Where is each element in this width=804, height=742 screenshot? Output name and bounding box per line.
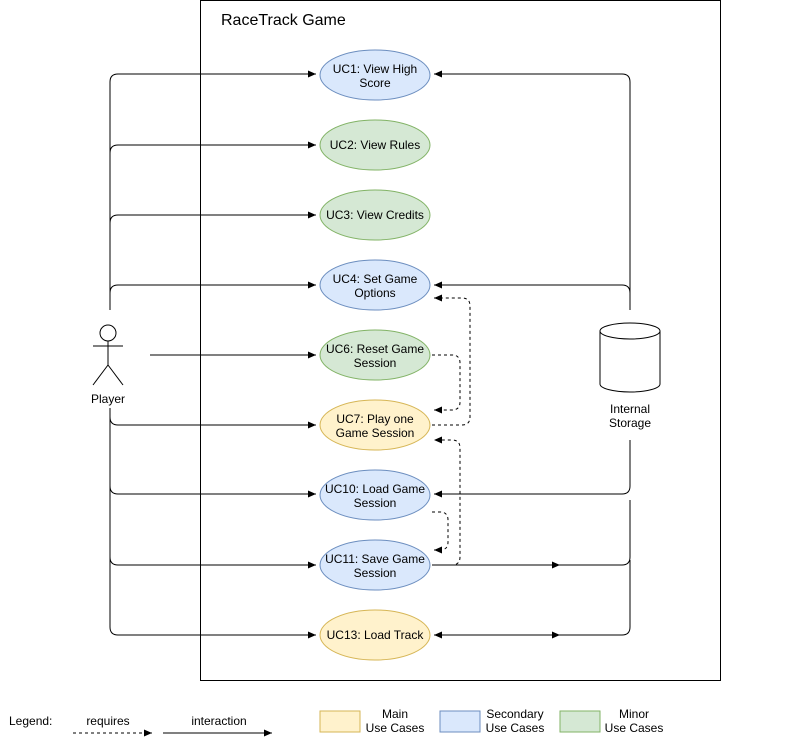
use-case-uc2[interactable]: UC2: View Rules [319, 119, 431, 171]
use-case-uc10[interactable]: UC10: Load Game Session [319, 469, 431, 521]
use-case-uc13-label-1: UC13: Load Track [327, 628, 425, 642]
storage-uc4-line [434, 281, 631, 294]
use-case-uc11-label-2: Session [354, 566, 397, 580]
use-case-uc10-label-1: UC10: Load Game [325, 482, 425, 496]
use-case-uc11-label-1: UC11: Save Game [325, 552, 425, 566]
use-case-uc2-label-1: UC2: View Rules [330, 138, 420, 152]
use-case-uc3-shape [319, 189, 431, 241]
use-case-uc7-label-2: Game Session [336, 426, 415, 440]
use-case-uc4[interactable]: UC4: Set Game Options [319, 259, 431, 311]
uc13-storage-line-cont [560, 560, 631, 636]
legend-minor-swatch [559, 710, 601, 733]
storage-cylinder[interactable] [599, 322, 661, 393]
legend-main-label-1: Main [382, 707, 408, 721]
use-case-uc1-label-1: UC1: View High [333, 62, 417, 76]
use-case-uc11[interactable]: UC11: Save Game Session [319, 539, 431, 591]
use-case-uc3-label-1: UC3: View Credits [326, 208, 424, 222]
system-title: RaceTrack Game [221, 12, 346, 29]
uc10-requires-uc11 [432, 511, 449, 554]
legend-main-label-2: Use Cases [366, 721, 425, 735]
use-case-uc6-label-2: Session [354, 356, 397, 370]
player-uc4-line [109, 281, 316, 294]
use-case-uc13-shape [319, 609, 431, 661]
storage-label-2: Storage [609, 416, 651, 430]
uc11-requires-uc7 [432, 436, 461, 566]
legend-main-swatch [319, 710, 361, 733]
legend-title: Legend: [9, 714, 52, 728]
use-case-uc1[interactable]: UC1: View High Score [319, 49, 431, 101]
use-case-uc4-shape [319, 259, 431, 311]
player-label: Player [91, 392, 125, 406]
use-case-uc3[interactable]: UC3: View Credits [319, 189, 431, 241]
use-case-uc2-shape [319, 119, 431, 171]
player-uc3-line [109, 211, 316, 224]
use-case-uc4-label-2: Options [354, 286, 395, 300]
legend: Legend: requires interaction Main Use Ca… [9, 707, 664, 737]
legend-minor-label-1: Minor [619, 707, 649, 721]
player-uc10-line [109, 485, 316, 498]
storage-connectors [432, 70, 631, 639]
uc11-storage-line-cont [560, 500, 631, 566]
use-case-uc1-label-2: Score [359, 76, 391, 90]
player-connectors [109, 70, 316, 639]
legend-secondary-label-2: Use Cases [486, 721, 545, 735]
player-uc1-line [109, 70, 316, 310]
use-case-uc10-shape [319, 469, 431, 521]
legend-secondary-swatch [439, 710, 481, 733]
player-head [99, 324, 117, 342]
requires-connectors [432, 294, 471, 566]
legend-interaction-label: interaction [191, 714, 246, 728]
player-actor[interactable] [92, 324, 124, 386]
use-case-uc7-label-1: UC7: Play one [336, 412, 414, 426]
legend-secondary-label-1: Secondary [486, 707, 543, 721]
uc7-requires-uc4 [432, 294, 471, 426]
player-uc13-line [109, 408, 316, 639]
use-case-uc10-label-2: Session [354, 496, 397, 510]
player-uc2-line [109, 141, 316, 154]
player-uc11-line [109, 556, 316, 569]
use-case-uc11-shape [319, 539, 431, 591]
legend-minor-label-2: Use Cases [605, 721, 664, 735]
storage-label-1: Internal [610, 402, 650, 416]
player-uc7-line [109, 416, 316, 429]
legend-requires-label: requires [86, 714, 129, 728]
use-case-uc6[interactable]: UC6: Reset Game Session [319, 329, 431, 381]
uc6-requires-uc7 [432, 354, 461, 414]
use-case-uc7[interactable]: UC7: Play one Game Session [319, 399, 431, 451]
use-case-uc4-label-1: UC4: Set Game [333, 272, 418, 286]
use-case-uc1-shape [319, 49, 431, 101]
use-case-uc6-label-1: UC6: Reset Game [326, 342, 424, 356]
use-case-uc7-shape [319, 399, 431, 451]
storage-uc1-line [434, 70, 631, 310]
system-boundary [200, 0, 721, 681]
storage-uc10-line [434, 440, 631, 498]
use-case-uc13[interactable]: UC13: Load Track [319, 609, 431, 661]
use-case-uc6-shape [319, 329, 431, 381]
